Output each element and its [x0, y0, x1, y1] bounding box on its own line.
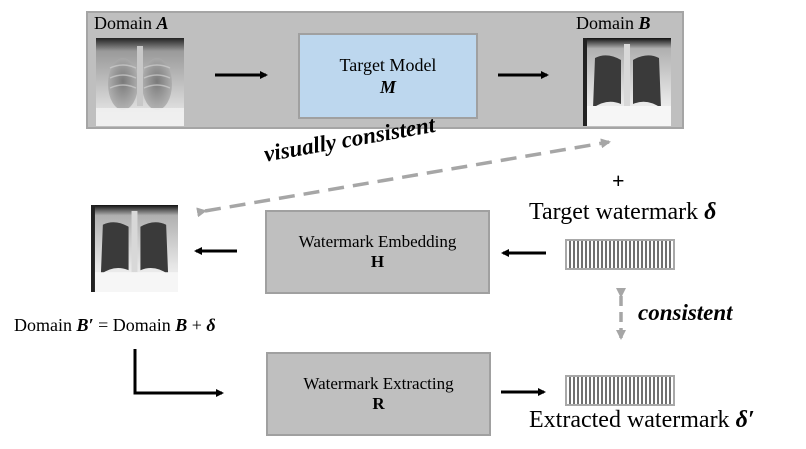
domain-a-prefix: Domain	[94, 13, 157, 33]
target-watermark-label: Target watermark δ	[529, 199, 716, 226]
watermark-embedding-title: Watermark Embedding	[298, 232, 457, 251]
target-watermark-prefix: Target watermark	[529, 199, 705, 225]
target-watermark-symbol: δ	[704, 199, 717, 225]
xray-image-domain-b-prime	[91, 205, 178, 292]
domain-a-symbol: A	[156, 13, 169, 33]
target-model-symbol: M	[379, 77, 396, 97]
extracted-watermark-label: Extracted watermark δ′	[529, 407, 755, 434]
extracted-watermark-pattern	[565, 375, 675, 406]
equation-part-2: = Domain	[93, 315, 176, 335]
xray-image-domain-b	[583, 38, 671, 126]
extracted-watermark-symbol: δ′	[735, 407, 755, 433]
domain-b-label: Domain B	[576, 13, 651, 34]
watermark-extracting-symbol: R	[372, 394, 385, 413]
watermark-extracting-box: Watermark Extracting R	[266, 352, 491, 436]
watermark-extracting-title: Watermark Extracting	[303, 374, 454, 393]
domain-b-prime-equation: Domain B′ = Domain B + δ	[14, 315, 216, 336]
arrow-domain-b-prime-to-extracting	[133, 349, 224, 397]
domain-a-label: Domain A	[94, 13, 169, 34]
plus-sign: +	[612, 168, 625, 193]
equation-part-1: Domain	[14, 315, 77, 335]
domain-b-prefix: Domain	[576, 13, 639, 33]
target-model-title: Target Model	[339, 55, 437, 75]
extracted-watermark-prefix: Extracted watermark	[529, 407, 736, 433]
visually-consistent-dashed-arrow	[196, 138, 611, 218]
equation-symbol-delta: δ	[206, 315, 216, 335]
xray-image-domain-a	[96, 38, 184, 126]
watermark-embedding-box: Watermark Embedding H	[265, 210, 490, 294]
target-model-box: Target Model M	[298, 33, 478, 119]
domain-b-symbol: B	[638, 13, 651, 33]
watermark-embedding-symbol: H	[370, 252, 385, 271]
equation-part-3: +	[187, 315, 207, 335]
target-watermark-pattern	[565, 239, 675, 270]
equation-symbol-b-prime: B′	[76, 315, 94, 335]
consistent-label: consistent	[638, 300, 733, 325]
equation-symbol-b: B	[175, 315, 188, 335]
